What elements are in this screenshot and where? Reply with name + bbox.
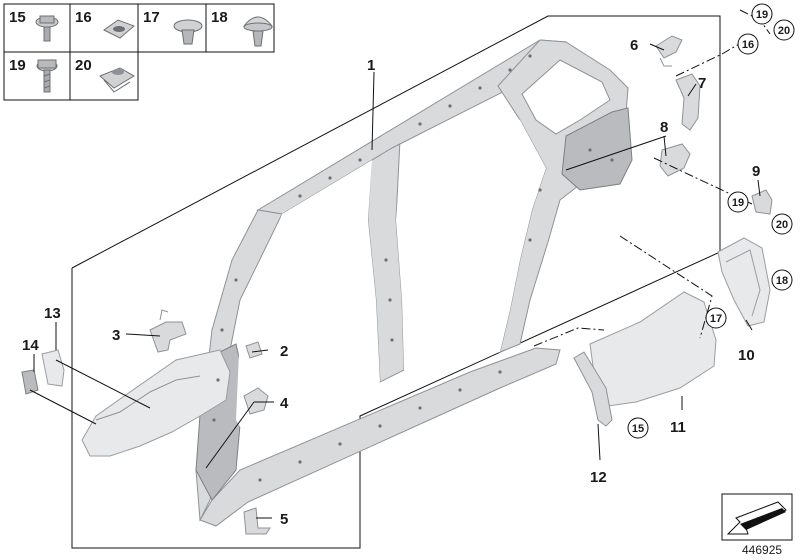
svg-text:17: 17 [710,313,722,325]
legend-label-17: 17 [143,9,160,26]
part-label-9[interactable]: 9 [752,163,760,180]
circle-ref-19-mid[interactable]: 19 [727,191,749,213]
svg-text:20: 20 [776,219,788,231]
expanding-rivet-icon [173,19,203,45]
svg-text:19: 19 [756,9,768,21]
svg-text:16: 16 [742,39,754,51]
legend-label-20: 20 [75,57,92,74]
svg-text:446925: 446925 [742,543,782,557]
bolt-with-washer-icon [35,15,59,42]
reinforcement-14[interactable] [21,369,39,395]
circle-ref-15[interactable]: 15 [627,417,649,439]
reinforcement-13[interactable] [41,349,65,387]
legend-label-18: 18 [211,9,228,26]
clip-nut-icon [99,67,135,93]
sheet-nut-icon [103,19,135,39]
circle-ref-18[interactable]: 18 [771,269,793,291]
part-label-4[interactable]: 4 [280,395,289,412]
part-label-7[interactable]: 7 [698,75,706,92]
circled-references: 19 20 16 19 20 18 17 15 [627,3,795,439]
part-label-10[interactable]: 10 [738,347,755,364]
circle-ref-20-mid[interactable]: 20 [771,213,793,235]
svg-text:15: 15 [632,423,644,435]
bracket-2[interactable] [245,341,263,359]
legend-cell-19[interactable]: 19 [9,57,58,93]
svg-text:19: 19 [732,197,744,209]
legend-cell-17[interactable]: 17 [143,9,203,45]
circle-ref-19-top[interactable]: 19 [751,3,773,25]
bracket-5[interactable] [243,507,271,535]
leader-lines [29,43,761,519]
circle-ref-16-top[interactable]: 16 [737,33,759,55]
bracket-8[interactable] [659,143,691,177]
part-label-1[interactable]: 1 [367,57,375,74]
part-label-14[interactable]: 14 [22,337,39,354]
svg-text:18: 18 [776,275,788,287]
trim-strip-12[interactable] [573,351,613,427]
part-labels: 1 2 3 4 5 6 7 8 9 10 11 12 13 14 [22,37,760,528]
side-frame-panel[interactable] [81,39,633,527]
bracket-3[interactable] [149,309,187,353]
bracket-7[interactable] [675,73,701,131]
legend-cell-18[interactable]: 18 [211,9,274,47]
part-label-12[interactable]: 12 [590,469,607,486]
doc-number: 446925 [742,543,782,557]
legend-cell-15[interactable]: 15 [9,9,59,42]
part-label-8[interactable]: 8 [660,119,668,136]
hex-bolt-icon [36,59,58,93]
part-label-13[interactable]: 13 [44,305,61,322]
bracket-9[interactable] [751,189,773,215]
part-label-2[interactable]: 2 [280,343,288,360]
legend-cell-16[interactable]: 16 [75,9,135,39]
panel-holes [212,54,614,482]
orientation-arrow-box [721,493,793,541]
push-clip-icon [242,16,274,47]
wheel-arch-cover-10[interactable] [717,237,771,327]
circle-ref-20-top[interactable]: 20 [773,19,795,41]
part-label-11[interactable]: 11 [670,419,686,436]
part-label-5[interactable]: 5 [280,511,288,528]
fastener-legend: 15 16 17 18 [3,3,275,101]
bracket-6[interactable] [655,35,683,67]
part-label-6[interactable]: 6 [630,37,638,54]
side-panel-11[interactable] [589,291,717,407]
legend-label-19: 19 [9,57,26,74]
legend-label-16: 16 [75,9,92,26]
circle-ref-17[interactable]: 17 [705,307,727,329]
part-label-3[interactable]: 3 [112,327,120,344]
legend-label-15: 15 [9,9,26,26]
svg-text:20: 20 [778,25,790,37]
legend-cell-20[interactable]: 20 [75,57,135,93]
